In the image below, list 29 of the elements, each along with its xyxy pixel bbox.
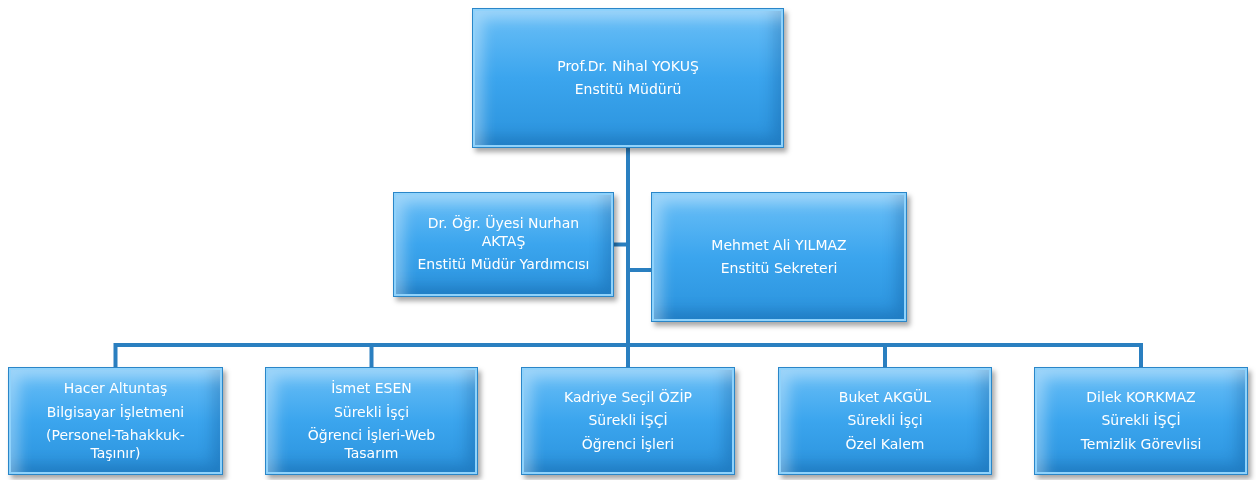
box-text: Sürekli İşçi [333, 403, 410, 421]
box-text: Özel Kalem [845, 435, 925, 454]
box-text: İsmet ESEN [331, 380, 412, 398]
box-text: Sürekli İşçi [847, 412, 923, 430]
box-text: Kadriye Seçil ÖZİP [564, 388, 692, 407]
box-text: Prof.Dr. Nihal YOKUŞ [557, 57, 699, 75]
box-text: Mehmet Ali YILMAZ [711, 236, 847, 254]
box-text: Enstitü Müdür Yardımcısı [417, 256, 590, 274]
box-text: Sürekli İŞÇİ [1101, 412, 1181, 430]
org-chart-box [521, 367, 735, 475]
box-text: Bilgisayar İşletmeni [46, 403, 185, 421]
org-chart-box [472, 8, 784, 148]
box-text: Öğrenci İşleri-Web Tasarım [306, 427, 437, 462]
box-text: Enstitü Müdürü [574, 81, 682, 99]
org-chart-box [393, 192, 614, 297]
org-chart-box [651, 192, 907, 322]
box-text: Dilek KORKMAZ [1086, 388, 1196, 407]
box-text: Buket AKGÜL [838, 388, 932, 407]
box-text: Enstitü Sekreteri [720, 260, 838, 278]
box-text: Hacer Altuntaş [63, 380, 168, 398]
box-text: Dr. Öğr. Üyesi Nurhan AKTAŞ [426, 215, 581, 251]
box-text: (Personel-Tahakkuk-Taşınır) [45, 427, 186, 462]
box-text: Sürekli İŞÇİ [588, 412, 668, 430]
org-chart-box [1034, 367, 1248, 475]
org-chart-box [8, 367, 223, 475]
box-text: Öğrenci İşleri [581, 435, 675, 454]
box-text: Temizlik Görevlisi [1080, 435, 1202, 454]
org-chart-box [265, 367, 478, 475]
org-chart-box [778, 367, 992, 475]
